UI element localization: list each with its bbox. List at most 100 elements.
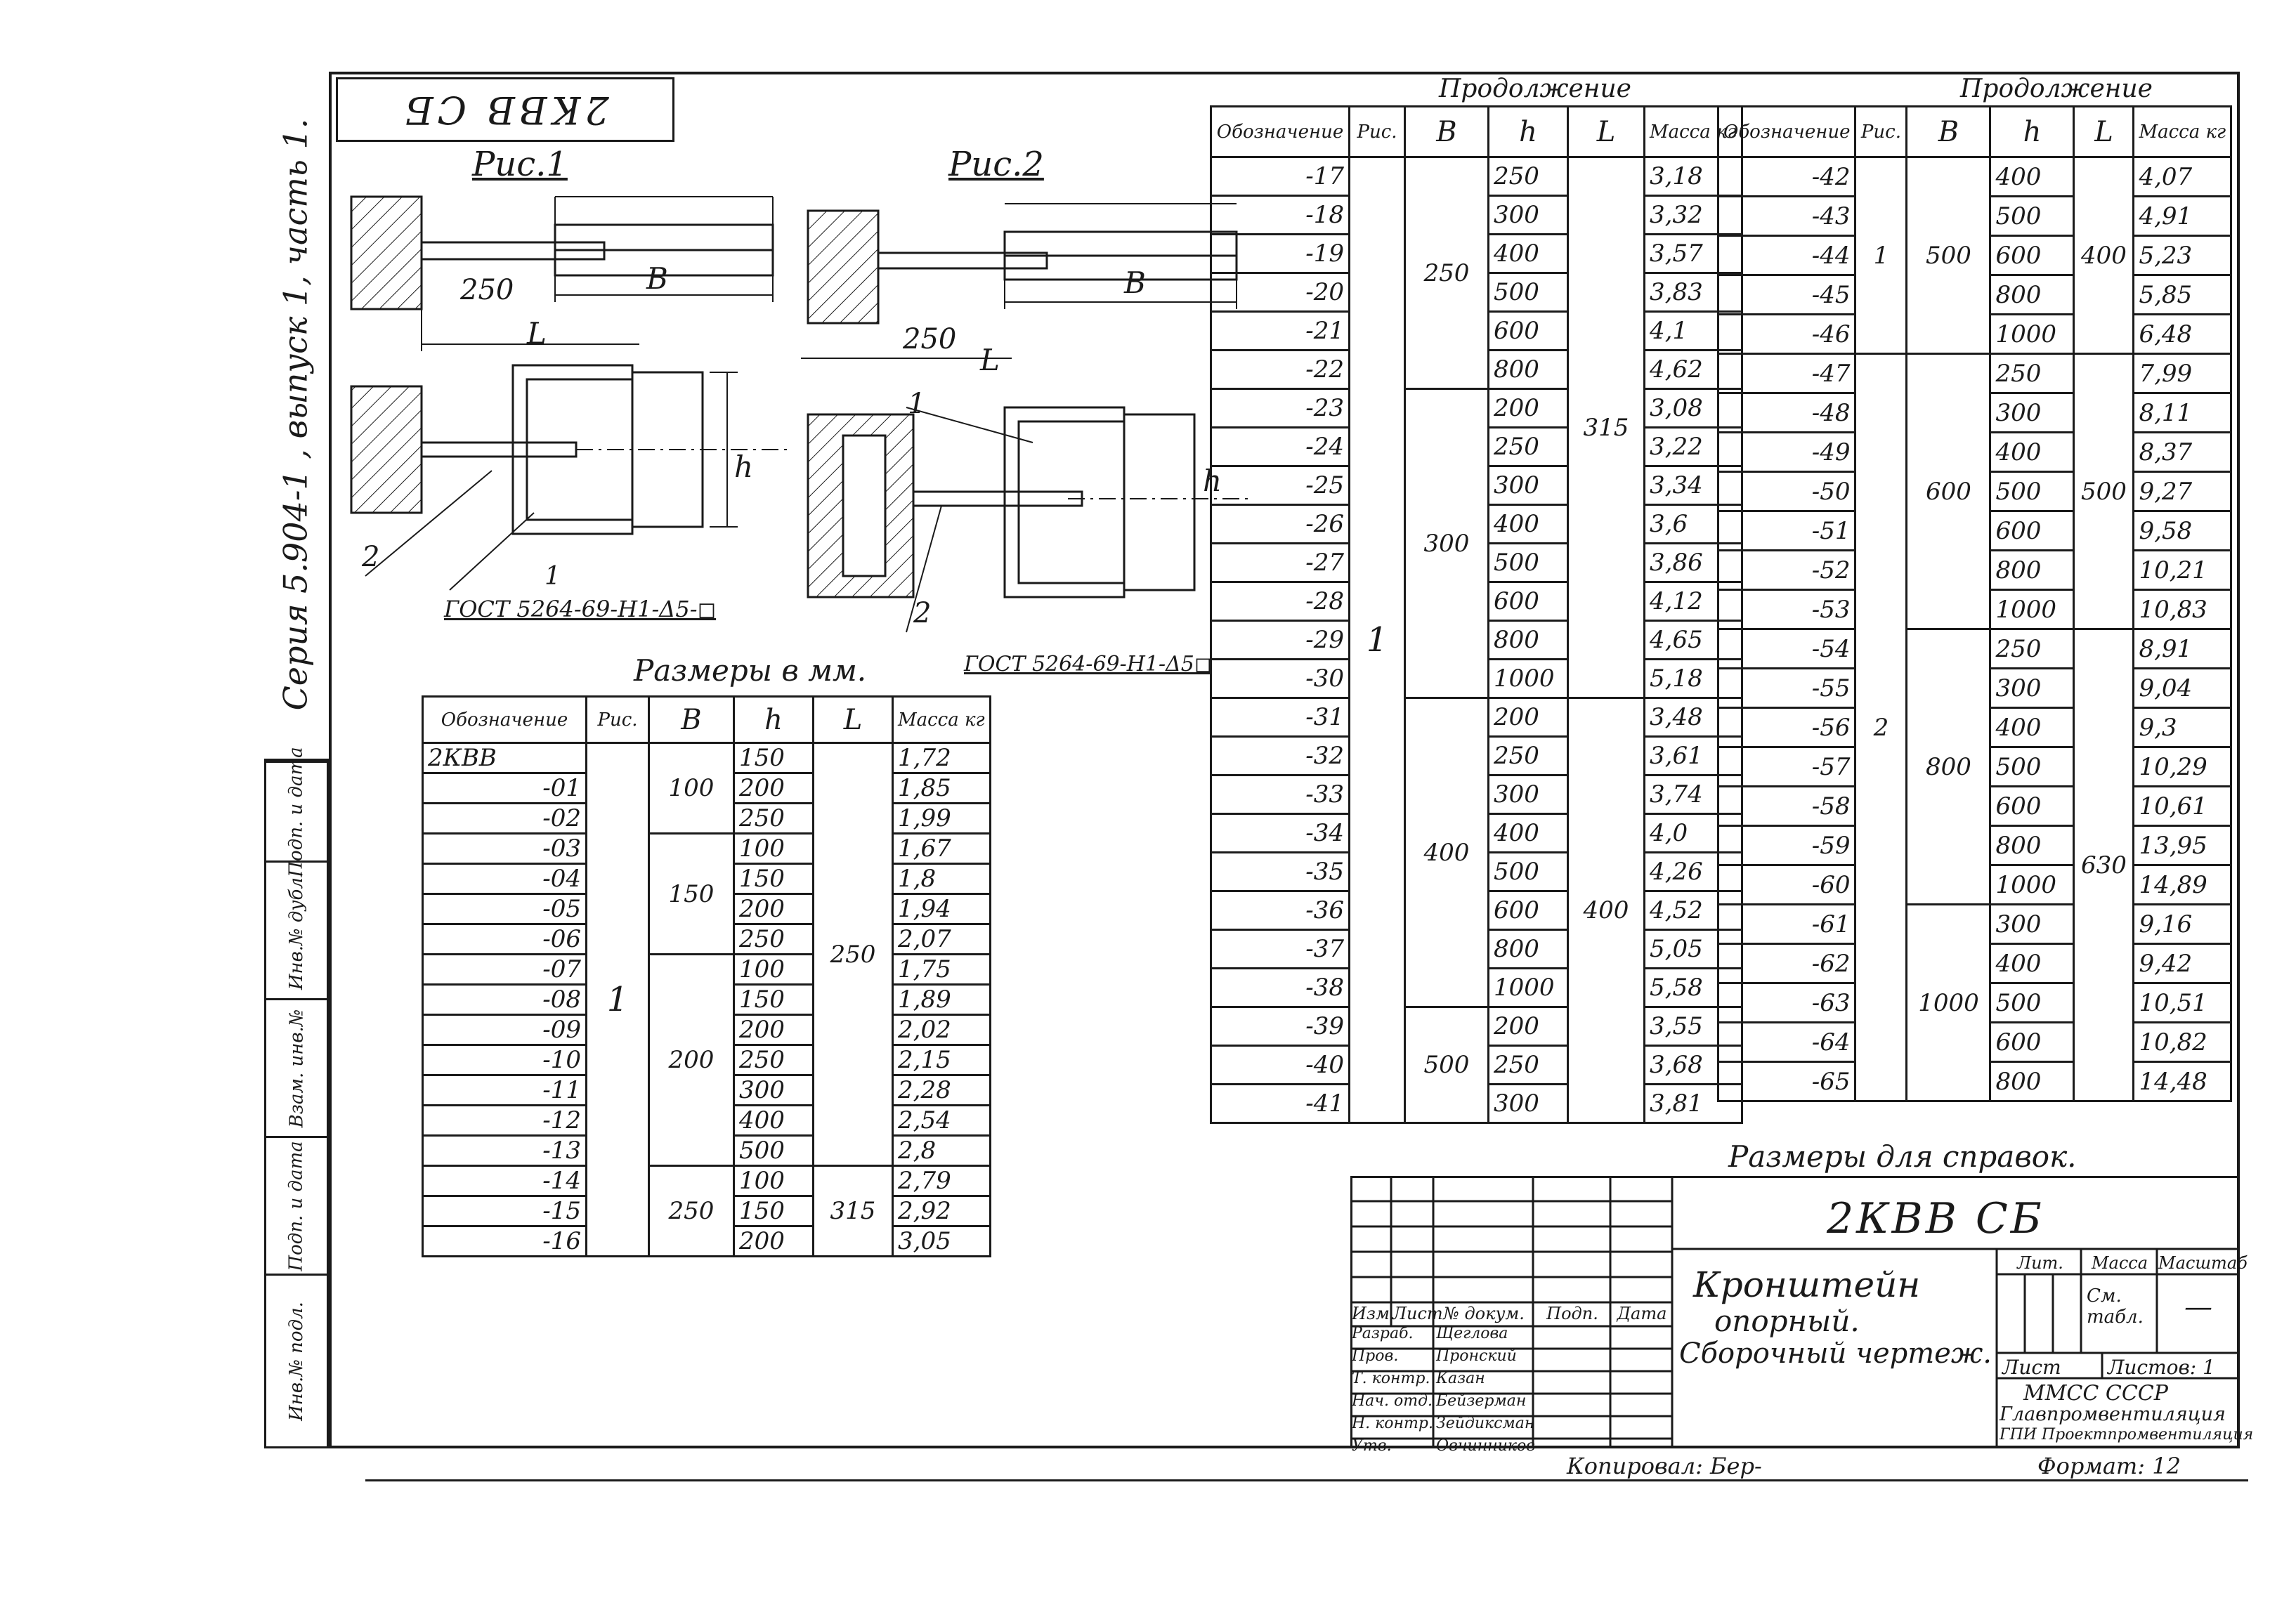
tb-hdr-sign: Подп.	[1546, 1304, 1598, 1323]
drawing-frame	[329, 72, 2240, 1448]
mass-cell: 2,07	[892, 923, 991, 955]
fig2-callout-2: 2	[913, 597, 932, 629]
mass-cell: 1,99	[892, 802, 991, 835]
mass-cell: 9,42	[2132, 943, 2233, 984]
designation-cell: -60	[1716, 864, 1857, 905]
designation-cell: -45	[1716, 274, 1857, 315]
height-h-cell: 200	[1487, 697, 1569, 738]
designation-cell: -56	[1716, 707, 1857, 748]
designation-cell: -59	[1716, 825, 1857, 866]
designation-cell: -24	[1210, 426, 1350, 467]
table-header-cell: Обозначение	[1210, 105, 1350, 158]
mass-cell: 2,54	[892, 1104, 991, 1137]
sidebar-label: Подп. и дата	[286, 1140, 308, 1271]
fig2-dim-L: L	[980, 343, 1000, 377]
height-h-cell: 200	[1487, 1006, 1569, 1047]
tb-name-line1: Кронштейн	[1693, 1264, 1921, 1305]
figure-cell: 1	[1854, 156, 1908, 355]
table-header-cell: B	[1404, 105, 1489, 158]
designation-cell: -12	[422, 1104, 587, 1137]
width-b-cell: 400	[1404, 697, 1489, 1008]
height-h-cell: 400	[733, 1104, 814, 1137]
mass-cell: 3,81	[1643, 1083, 1743, 1124]
designation-cell: -43	[1716, 195, 1857, 237]
width-b-cell: 250	[648, 1165, 735, 1257]
length-l-cell: 400	[2073, 156, 2135, 355]
designation-cell: -33	[1210, 774, 1350, 815]
designation-cell: -04	[422, 863, 587, 895]
height-h-cell: 250	[733, 802, 814, 835]
figure-cell: 1	[585, 742, 650, 1257]
designation-cell: -53	[1716, 589, 1857, 630]
mass-cell: 4,91	[2132, 195, 2233, 237]
designation-cell: -03	[422, 832, 587, 865]
tb-org-line3: ГПИ Проектпромвентиляция	[2000, 1426, 2254, 1444]
table2-title: Продолжение	[1439, 74, 1631, 103]
fig1-callout-2: 2	[362, 541, 380, 573]
mass-cell: 5,85	[2132, 274, 2233, 315]
height-h-cell: 250	[1989, 628, 2075, 669]
height-h-cell: 800	[1989, 549, 2075, 591]
format-label: Формат: 12	[2037, 1453, 2181, 1479]
designation-cell: -44	[1716, 235, 1857, 276]
sidebar-label: Подп. и дата	[286, 746, 308, 877]
designation-cell: -63	[1716, 982, 1857, 1023]
designation-cell: -28	[1210, 581, 1350, 622]
mass-cell: 8,91	[2132, 628, 2233, 669]
height-h-cell: 250	[1487, 735, 1569, 776]
fig1-dim-h: h	[734, 450, 754, 484]
bottom-rule	[365, 1479, 2248, 1481]
mass-cell: 2,28	[892, 1074, 991, 1106]
height-h-cell: 600	[1487, 890, 1569, 931]
height-h-cell: 300	[733, 1074, 814, 1106]
sidebar-cell: Инв.№ дубл.	[266, 860, 327, 998]
fig2-label: Рис.2	[948, 145, 1044, 184]
fig1-callout-1: 1	[544, 562, 561, 591]
designation-cell: -57	[1716, 746, 1857, 787]
height-h-cell: 800	[1989, 825, 2075, 866]
length-l-cell: 630	[2073, 628, 2135, 1102]
fig1-label: Рис.1	[472, 145, 568, 184]
table-header-cell: Рис.	[585, 695, 650, 744]
mass-cell: 14,48	[2132, 1061, 2233, 1102]
height-h-cell: 250	[733, 923, 814, 955]
width-b-cell: 500	[1404, 1006, 1489, 1124]
designation-cell: -07	[422, 953, 587, 986]
series-text: Серия 5.904-1 , выпуск 1, часть 1.	[276, 118, 315, 711]
table-header-cell: h	[1989, 105, 2075, 158]
height-h-cell: 600	[1989, 1021, 2075, 1063]
width-b-cell: 200	[648, 953, 735, 1167]
mass-cell: 1,72	[892, 742, 991, 774]
width-b-cell: 250	[1404, 156, 1489, 390]
designation-cell: 2КВВ	[422, 742, 587, 774]
tb-hdr-date: Дата	[1617, 1304, 1667, 1323]
designation-cell: -47	[1716, 353, 1857, 394]
length-l-cell: 500	[2073, 353, 2135, 630]
mass-cell: 10,51	[2132, 982, 2233, 1023]
designation-cell: -58	[1716, 785, 1857, 827]
tb-person: Казан	[1436, 1370, 1485, 1387]
height-h-cell: 600	[1989, 510, 2075, 551]
tb-org-line2: Главпромвентиляция	[2000, 1403, 2226, 1425]
table-header-cell: h	[733, 695, 814, 744]
designation-cell: -08	[422, 983, 587, 1016]
tb-name-line2: опорный.	[1714, 1304, 1860, 1338]
mass-cell: 2,8	[892, 1134, 991, 1167]
table-header-cell: Масса кг	[2132, 105, 2233, 158]
height-h-cell: 600	[1487, 310, 1569, 351]
